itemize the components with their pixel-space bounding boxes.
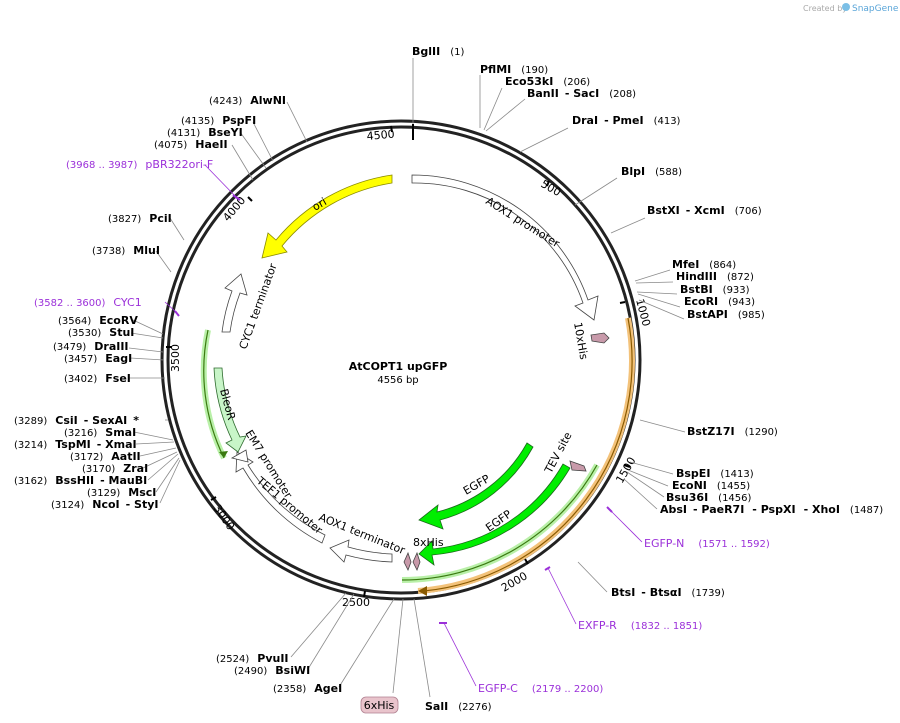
site-stui[interactable]: (3530)StuI (68, 326, 134, 339)
site-pvuii[interactable]: (2524)PvuII (216, 652, 289, 665)
site-bseyi[interactable]: (4131)BseYI (167, 126, 243, 139)
primer-egfp-n[interactable]: EGFP-N(1571 .. 1592) (644, 537, 770, 550)
site-pcii[interactable]: (3827)PciI (108, 212, 172, 225)
site-bstz17i[interactable]: BstZ17I(1290) (687, 425, 778, 438)
created-by-text: Created by (803, 4, 847, 13)
site-bglii[interactable]: BglII(1) (412, 45, 464, 58)
primer-pbr322ori-f[interactable]: (3968 .. 3987)pBR322ori-F (66, 158, 213, 171)
his6-badge-label: 6xHis (364, 699, 395, 712)
orange-cds-arrowhead (418, 586, 427, 596)
site-drai-pmei[interactable]: DraI- PmeI(413) (572, 114, 681, 127)
primer-egfp-c[interactable]: EGFP-C(2179 .. 2200) (478, 682, 603, 695)
site-eco53ki[interactable]: Eco53kI(206) (505, 75, 590, 88)
his8-label: 8xHis (413, 536, 444, 549)
egfp-inner-feature[interactable] (418, 442, 534, 530)
cyc1-terminator-feature[interactable] (221, 273, 248, 333)
site-ncoi-styi[interactable]: (3124)NcoI- StyI (51, 498, 159, 511)
site-absi-xhoi[interactable]: AbsI- PaeR7I- PspXI- XhoI(1487) (660, 503, 883, 516)
site-banii-saci[interactable]: BanII- SacI(208) (527, 87, 636, 100)
site-ecori[interactable]: EcoRI(943) (684, 295, 755, 308)
site-hindiii[interactable]: HindIII(872) (676, 270, 754, 283)
tick-2500: 2500 (342, 596, 370, 609)
site-smai[interactable]: (3216)SmaI (64, 426, 136, 439)
site-alwni[interactable]: (4243)AlwNI (209, 94, 286, 107)
plasmid-size: 4556 bp (377, 375, 418, 386)
tick-2000: 2000 (499, 569, 530, 594)
site-bsshii-maubi[interactable]: (3162)BssHII- MauBI (14, 474, 147, 487)
site-haeii[interactable]: (4075)HaeII (154, 138, 228, 151)
site-draiii[interactable]: (3479)DraIII (53, 340, 129, 353)
site-bstbi[interactable]: BstBI(933) (680, 283, 750, 296)
site-aatii[interactable]: (3172)AatII (70, 450, 141, 463)
site-agei[interactable]: (2358)AgeI (273, 682, 342, 695)
site-fsei[interactable]: (3402)FseI (64, 372, 131, 385)
site-msci[interactable]: (3129)MscI (87, 486, 156, 499)
tick-4500: 4500 (366, 128, 395, 143)
ori-label: ori (310, 195, 329, 213)
tick-3000: 3000 (211, 502, 238, 532)
site-tspmi-xmai[interactable]: (3214)TspMI- XmaI (14, 438, 137, 451)
site-zrai[interactable]: (3170)ZraI (82, 462, 148, 475)
tick-marks (166, 125, 631, 598)
site-sali[interactable]: SalI(2276) (425, 700, 492, 713)
his8-feature-a[interactable] (403, 551, 412, 571)
tick-3500: 3500 (169, 344, 182, 372)
aox1-terminator-feature[interactable] (329, 539, 393, 563)
his8-feature-b[interactable] (412, 551, 421, 571)
bleor-cds-arrowhead (219, 451, 228, 458)
site-blpi[interactable]: BlpI(588) (621, 165, 682, 178)
snapgene-brand: SnapGene (852, 4, 899, 14)
primer-cyc1[interactable]: (3582 .. 3600)CYC1 (34, 296, 142, 309)
site-mfei[interactable]: MfeI(864) (672, 258, 736, 271)
plasmid-name: AtCOPT1 upGFP (349, 360, 448, 373)
green-cds-line (401, 464, 598, 581)
his6-badge[interactable] (360, 696, 399, 714)
site-econi[interactable]: EcoNI(1455) (672, 479, 750, 492)
site-pflmi[interactable]: PflMI(190) (480, 63, 548, 76)
bleor-feature[interactable] (213, 367, 247, 453)
site-mlui[interactable]: (3738)MluI (92, 244, 160, 257)
aox1-promoter-label: AOX1 promoter (483, 195, 562, 251)
em7-promoter-feature[interactable] (230, 449, 249, 463)
snapgene-logo-icon (842, 3, 850, 11)
tev-site-label: TEV site (542, 430, 575, 477)
primer-exfp-r[interactable]: EXFP-R(1832 .. 1851) (578, 619, 702, 632)
cyc1-terminator-label: CYC1 terminator (237, 261, 280, 351)
site-bstapi[interactable]: BstAPI(985) (687, 308, 765, 321)
egfp-outer-feature[interactable] (418, 463, 571, 566)
his10-feature[interactable] (590, 332, 610, 344)
site-ecorv[interactable]: (3564)EcoRV (58, 314, 138, 327)
aox1-promoter-feature[interactable] (411, 174, 599, 321)
bleor-cds-line (203, 329, 225, 459)
site-csii-sexai[interactable]: (3289)CsiI- SexAI* (14, 414, 139, 427)
site-bsiwi[interactable]: (2490)BsiWI (234, 664, 310, 677)
site-pspfi[interactable]: (4135)PspFI (181, 114, 256, 127)
tev-site-feature[interactable] (569, 460, 587, 472)
site-bspei[interactable]: BspEI(1413) (676, 467, 754, 480)
ori-feature[interactable] (261, 174, 393, 259)
leader-lines (128, 58, 686, 698)
site-eagi[interactable]: (3457)EagI (64, 352, 132, 365)
orange-cds-line (423, 317, 633, 592)
his10-label: 10xHis (571, 321, 590, 361)
site-btsi-btsai[interactable]: BtsI- BtsαI(1739) (611, 586, 725, 599)
site-bsu36i[interactable]: Bsu36I(1456) (666, 491, 752, 504)
site-bstxi-xcmi[interactable]: BstXI- XcmI(706) (647, 204, 762, 217)
primer-markers (174, 194, 613, 624)
